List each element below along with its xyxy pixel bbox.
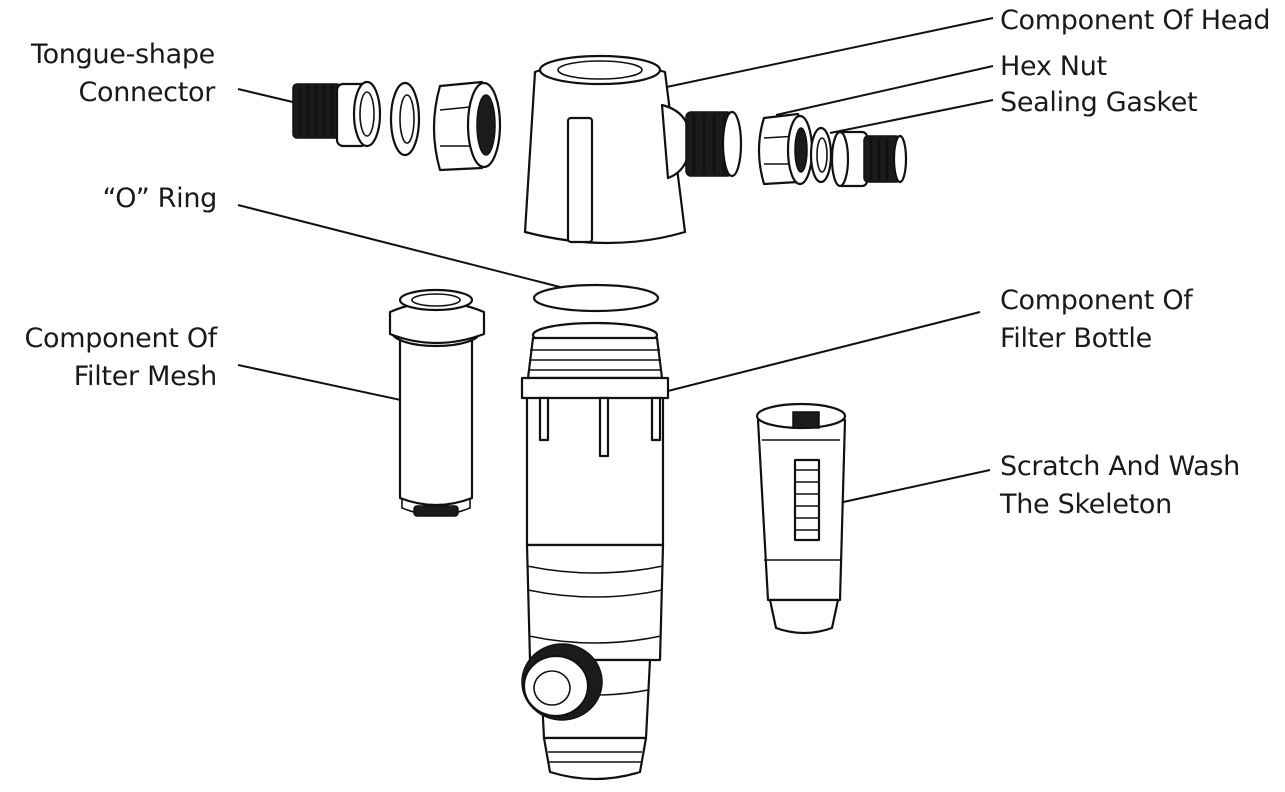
o-ring bbox=[532, 283, 660, 313]
label-filter-bottle: Component Of Filter Bottle bbox=[1000, 282, 1193, 358]
label-skeleton: Scratch And Wash The Skeleton bbox=[1000, 448, 1240, 524]
label-sealing-gasket: Sealing Gasket bbox=[1000, 87, 1198, 118]
label-tongue-shape-connector: Tongue-shape Connector bbox=[31, 36, 215, 112]
label-bottle-line1: Component Of bbox=[1000, 285, 1193, 316]
label-component-of-head: Component Of Head bbox=[1000, 5, 1271, 36]
leader-skeleton bbox=[824, 469, 991, 507]
label-filter-mesh: Component Of Filter Mesh bbox=[25, 320, 218, 396]
label-mesh-line1: Component Of bbox=[24, 323, 218, 354]
tongue-connector-left bbox=[292, 80, 382, 148]
leader-bottle bbox=[659, 311, 981, 394]
label-tongue-line1: Tongue-shape bbox=[30, 39, 215, 70]
gasket-left bbox=[389, 81, 421, 157]
label-o-ring: “O” Ring bbox=[102, 183, 218, 214]
leader-sealing-gasket bbox=[829, 99, 994, 134]
skeleton bbox=[755, 402, 847, 635]
label-bottle-line2: Filter Bottle bbox=[1000, 323, 1152, 354]
hex-nut-right bbox=[757, 112, 814, 186]
gasket-right bbox=[809, 126, 833, 184]
leader-o-ring bbox=[237, 204, 561, 288]
tongue-connector-right bbox=[830, 130, 908, 188]
leader-hex-nut bbox=[775, 65, 994, 116]
label-mesh-line2: Filter Mesh bbox=[73, 361, 218, 392]
leader-head bbox=[642, 17, 994, 93]
label-skeleton-line1: Scratch And Wash bbox=[1000, 451, 1240, 482]
label-hex-nut: Hex Nut bbox=[1000, 51, 1107, 82]
leader-mesh bbox=[237, 364, 411, 403]
label-tongue-line2: Connector bbox=[78, 77, 215, 108]
label-skeleton-line2: The Skeleton bbox=[1000, 489, 1172, 520]
filter-mesh bbox=[388, 288, 486, 517]
head-component bbox=[523, 54, 743, 245]
filter-bottle bbox=[520, 321, 670, 781]
hex-nut-left bbox=[432, 80, 502, 172]
